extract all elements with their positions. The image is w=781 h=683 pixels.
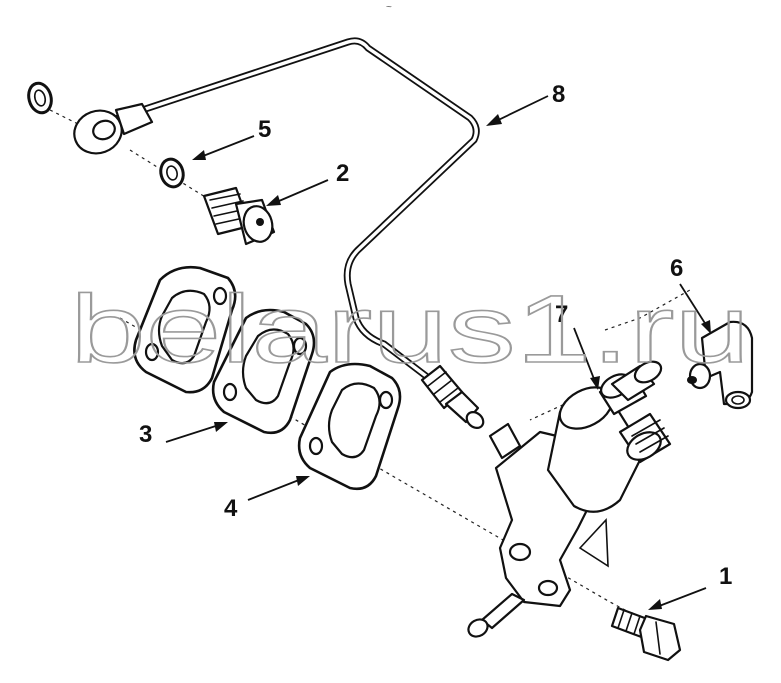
banjo-bolt-part-2 (202, 186, 276, 246)
callout-3: 3 (139, 421, 152, 448)
priming-pump-part-7 (467, 360, 672, 638)
callout-5: 5 (258, 116, 271, 143)
gasket-part-3 (133, 265, 237, 394)
callout-8: 8 (552, 81, 565, 108)
gasket-part-3-middle (211, 308, 316, 435)
elbow-fitting-part-6 (687, 320, 754, 410)
sealing-washer-part-5 (159, 157, 185, 189)
callout-1: 1 (719, 563, 732, 590)
callout-leaders (165, 95, 711, 610)
bolt-part-1 (610, 606, 682, 662)
callout-7: 7 (555, 301, 568, 328)
callout-2: 2 (336, 160, 349, 187)
fuel-pipe-part-8 (73, 37, 485, 429)
watermark-text: belarus1.ru (70, 276, 750, 383)
top-mark: ~ (386, 2, 392, 13)
sealing-washer-part-5-left (27, 81, 53, 115)
callout-6: 6 (670, 255, 683, 282)
gasket-part-4 (297, 362, 402, 491)
callout-4: 4 (224, 495, 238, 522)
